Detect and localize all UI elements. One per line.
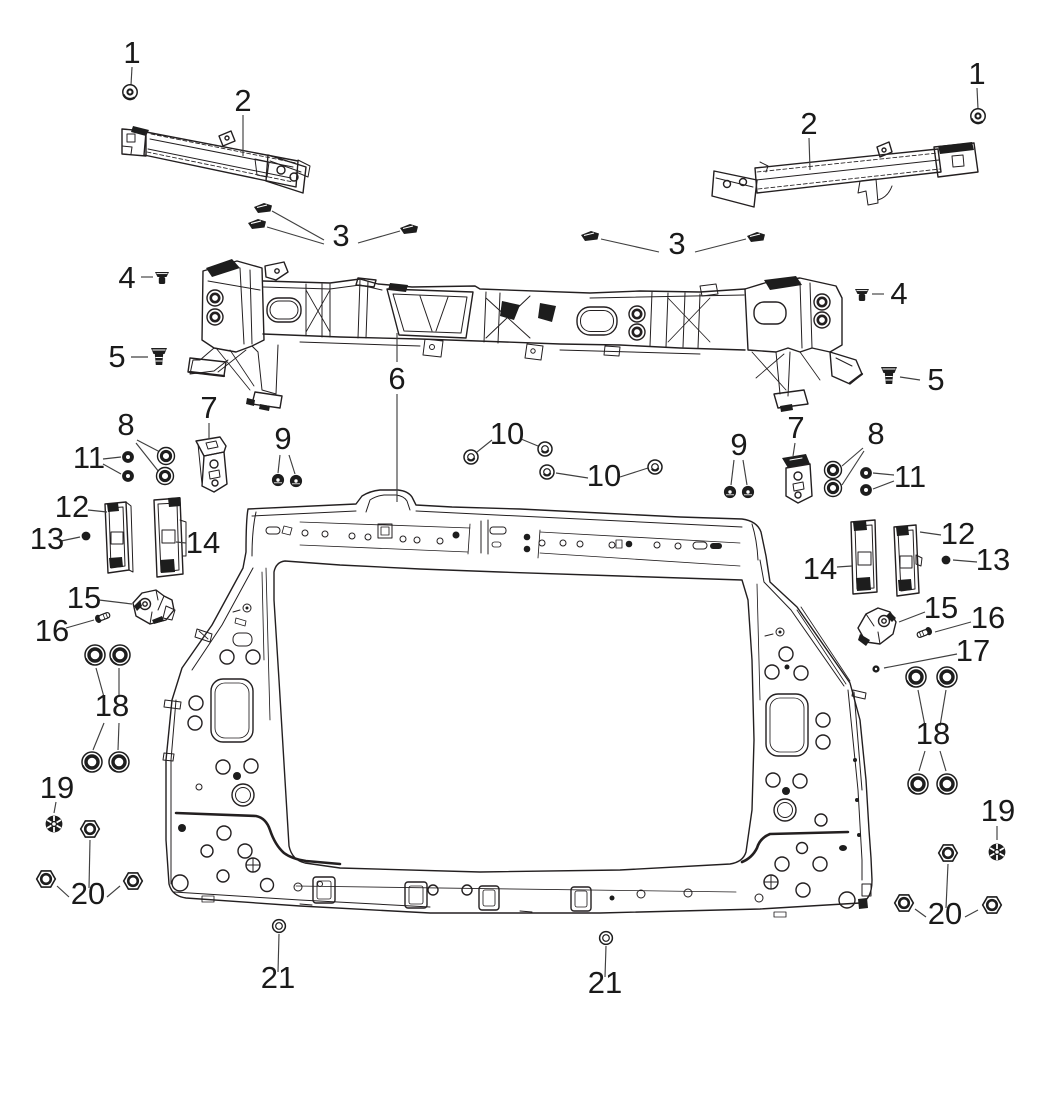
- part-bracket-12-right: [893, 524, 923, 597]
- callout-2-left: 2: [234, 83, 251, 118]
- part-bracket-12-left: [104, 501, 134, 574]
- push-pin-tall-icon: [150, 347, 898, 385]
- callout-3-left: 3: [332, 218, 349, 253]
- callout-10-a: 10: [490, 416, 524, 451]
- small-nut-icon: [122, 451, 872, 496]
- callout-13-right: 13: [976, 542, 1010, 577]
- callout-21-left: 21: [261, 960, 295, 995]
- callout-8-right: 8: [867, 416, 884, 451]
- callout-11-left: 11: [73, 440, 105, 475]
- flange-nut-icon: [121, 83, 987, 125]
- callout-13-left: 13: [30, 521, 64, 556]
- callout-11-right: 11: [894, 459, 926, 494]
- part-upper-rail-right: [711, 141, 979, 208]
- callout-7-right: 7: [787, 410, 804, 445]
- callout-20-right: 20: [928, 896, 962, 931]
- callout-10-b: 10: [587, 458, 621, 493]
- grommet-ring-icon: [271, 918, 614, 946]
- callout-21-right: 21: [588, 965, 622, 1000]
- callout-1-right: 1: [968, 56, 985, 91]
- part-bracket-15-left: [132, 589, 176, 625]
- callout-16-right: 16: [971, 600, 1005, 635]
- callout-12-left: 12: [55, 489, 89, 524]
- callout-16-left: 16: [35, 613, 69, 648]
- callout-14-left: 14: [186, 525, 220, 560]
- callout-9-left: 9: [274, 421, 291, 456]
- part-bracket-14-right: [850, 519, 878, 595]
- callout-5-left: 5: [108, 339, 125, 374]
- retainer-clip-icon: [247, 202, 766, 243]
- part-bracket-15-right: [857, 607, 897, 646]
- callout-15-left: 15: [67, 580, 101, 615]
- hardware: [35, 83, 1007, 946]
- callout-labels: 1 1 2 2 3 3 4 4 5 5 6 7 7 8 8 9 9 10 10 …: [30, 35, 1015, 1000]
- callout-4-left: 4: [118, 260, 135, 295]
- callout-2-right: 2: [800, 106, 817, 141]
- callout-8-left: 8: [117, 407, 134, 442]
- callout-20-left: 20: [71, 876, 105, 911]
- leader-lines: [53, 66, 998, 978]
- callout-15-right: 15: [924, 590, 958, 625]
- callout-17: 17: [956, 633, 990, 668]
- part-radiator-support-panel: [162, 489, 873, 918]
- callout-1-left: 1: [123, 35, 140, 70]
- callout-18-right: 18: [916, 716, 950, 751]
- callout-9-right: 9: [730, 427, 747, 462]
- hex-nut-icon: [35, 819, 1003, 915]
- part-bracket-14-left: [153, 497, 187, 578]
- part-crossmember-carrier: [187, 259, 864, 412]
- callout-19-left: 19: [40, 770, 74, 805]
- screw-icon: [271, 473, 755, 499]
- part-bracket-7-right: [782, 454, 813, 504]
- callout-6: 6: [388, 361, 405, 396]
- callout-12-right: 12: [941, 516, 975, 551]
- part-bracket-7-left: [195, 436, 228, 493]
- callout-19-right: 19: [981, 793, 1015, 828]
- part-upper-rail-left: [121, 126, 311, 194]
- callout-5-right: 5: [927, 362, 944, 397]
- stud-dot-icon: [872, 665, 880, 673]
- callout-14-right: 14: [803, 551, 837, 586]
- callout-4-right: 4: [890, 276, 907, 311]
- callout-18-left: 18: [95, 688, 129, 723]
- callout-3-right: 3: [668, 226, 685, 261]
- flanged-nut-icon: [80, 643, 959, 796]
- callout-7-left: 7: [200, 390, 217, 425]
